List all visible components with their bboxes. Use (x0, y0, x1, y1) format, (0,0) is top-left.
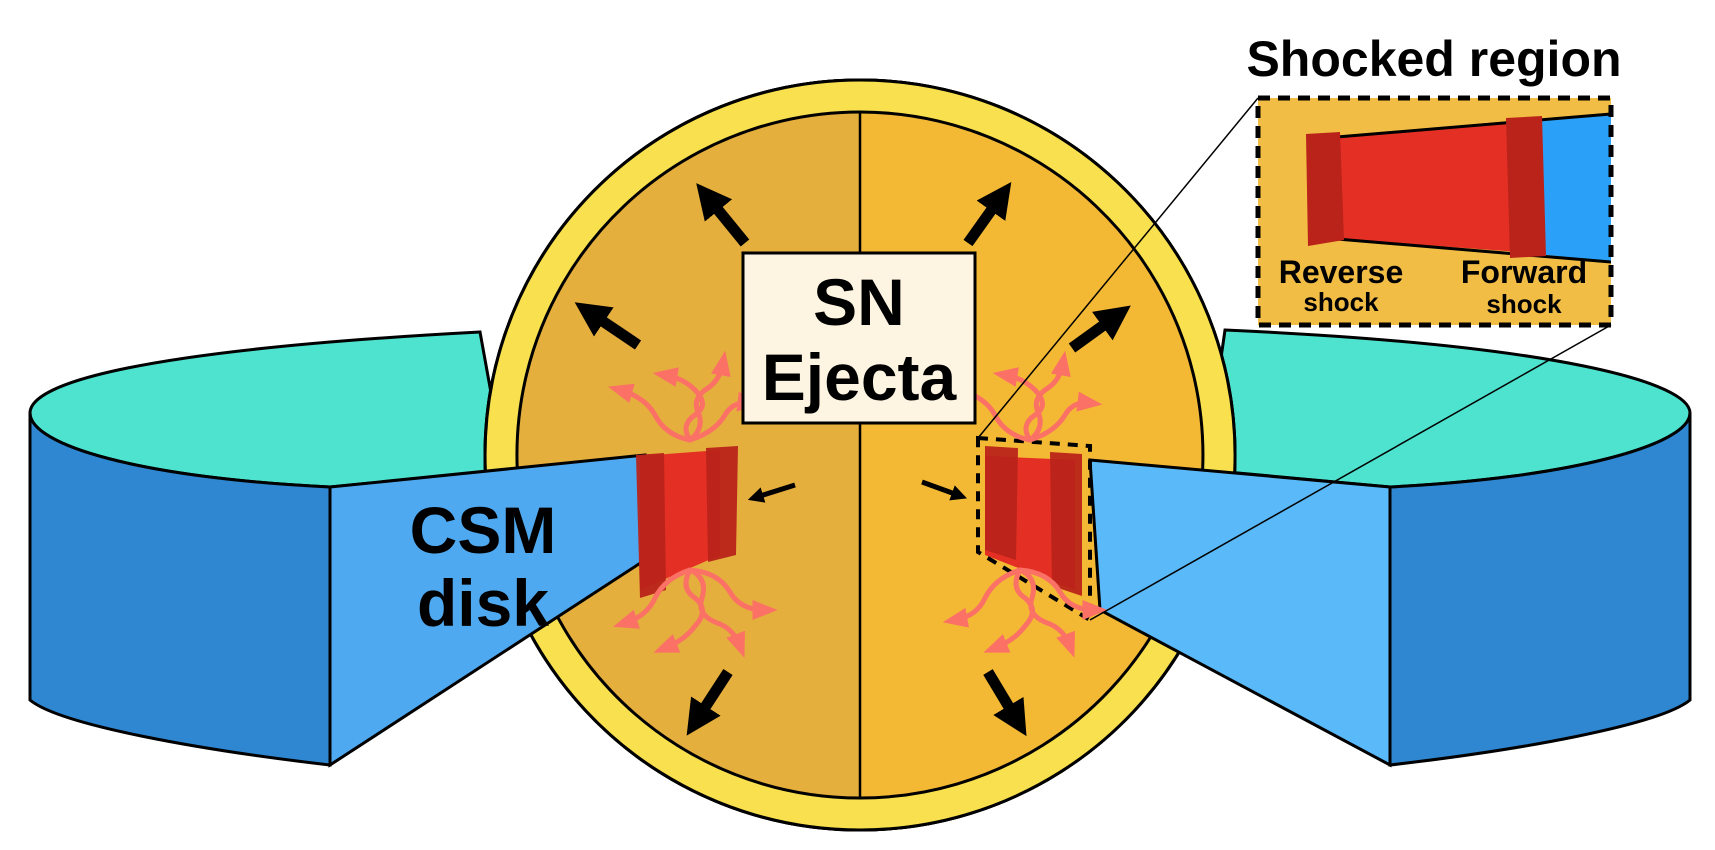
radiation-squiggle-icon (607, 350, 1108, 658)
inset-reverse-shock-front (1306, 132, 1344, 246)
disk-inner-right (1088, 458, 1392, 768)
inflow-arrow-icon (747, 479, 968, 503)
forward-shock-front-right (1050, 452, 1082, 596)
forward-shock-front-left (706, 446, 738, 562)
inset-shocked-gas (1325, 120, 1520, 252)
reverse-shock-front-left (636, 453, 666, 598)
ejecta-shell-ring (483, 78, 1237, 832)
forward-shock-sublabel: shock (1486, 289, 1562, 319)
sn-label-line2: Ejecta (762, 340, 958, 414)
inset-csm-bottom-edge (1324, 236, 1611, 264)
expansion-arrow-icon (574, 182, 1131, 737)
csm-disk-front (28, 412, 1692, 768)
inset-dashed-border (1255, 95, 1614, 328)
shocked-region-right (985, 446, 1082, 596)
inset-forward-shock-front (1506, 116, 1546, 258)
reverse-shock-front-right (985, 446, 1018, 560)
inset-csm-top-edge (1324, 112, 1611, 140)
forward-shock-label: Forward (1461, 254, 1587, 290)
sn-label-line1: SN (813, 265, 905, 339)
shocked-region-left (636, 446, 738, 598)
disk-side-right (1388, 412, 1692, 767)
reverse-shock-label: Reverse (1279, 254, 1404, 290)
sn-ejecta-label-box (741, 251, 977, 425)
inset-title: Shocked region (1246, 31, 1621, 87)
zoom-connectors (977, 97, 1612, 621)
shocked-region-inset: Shocked region Reverse shock Forward sho… (1246, 31, 1622, 328)
sn-ejecta-label: SN Ejecta (741, 251, 977, 425)
shocked-region-selection (976, 435, 1092, 624)
reverse-shock-sublabel: shock (1303, 287, 1379, 317)
csm-label-line1: CSM (410, 493, 557, 567)
csm-label-line2: disk (417, 566, 549, 640)
